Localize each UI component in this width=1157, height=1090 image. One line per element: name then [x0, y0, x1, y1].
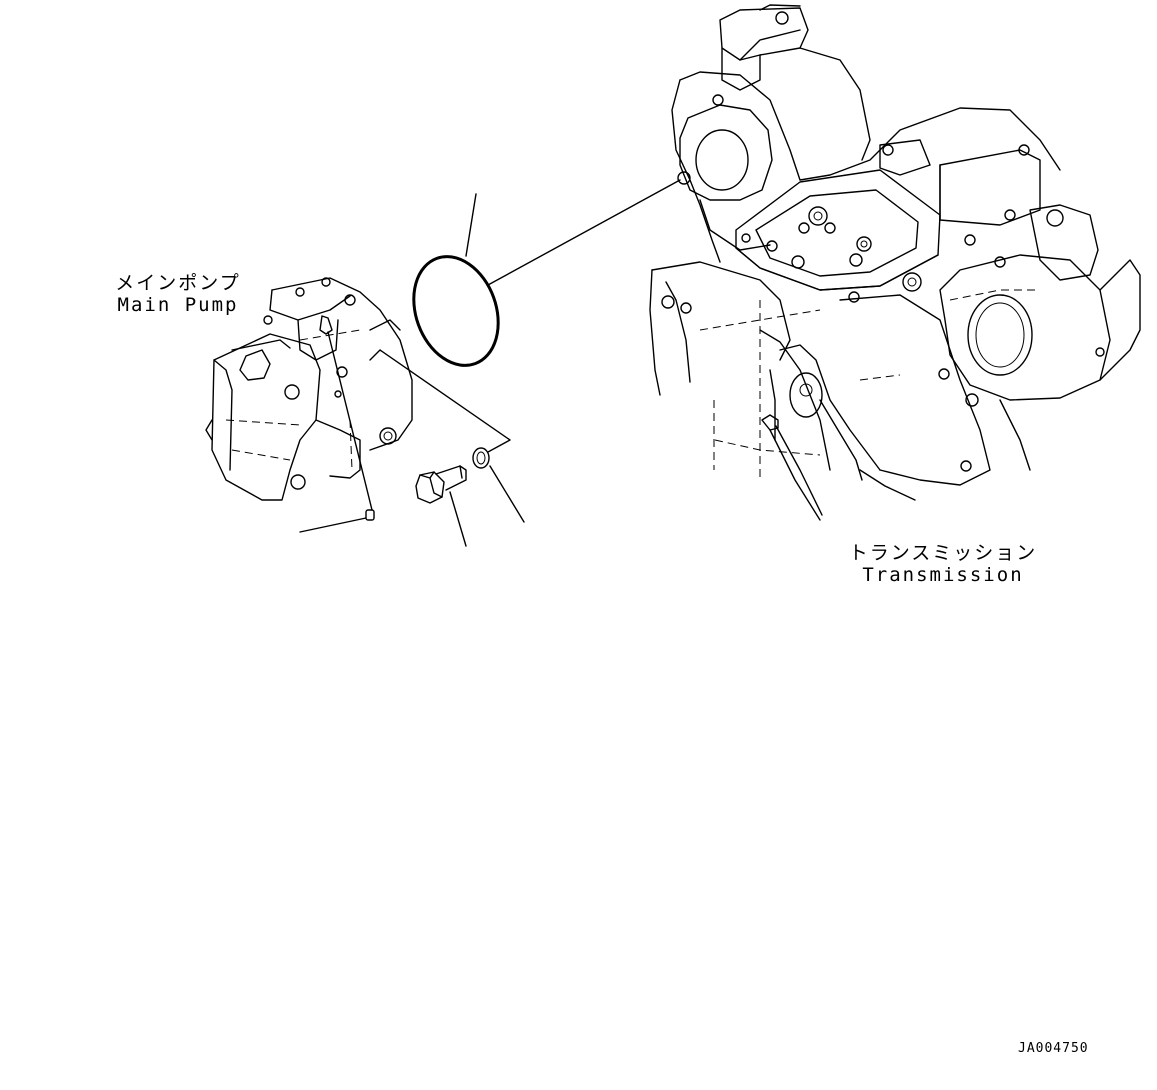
o-ring-part — [412, 179, 681, 367]
bolt-part — [415, 465, 467, 547]
main-pump-label: メインポンプ Main Pump — [108, 272, 248, 316]
assembly-lines — [369, 349, 511, 453]
plug-part — [299, 331, 375, 533]
main-pump-label-jp: メインポンプ — [115, 272, 241, 294]
transmission-label: トランスミッション Transmission — [848, 542, 1038, 586]
main-pump-label-en: Main Pump — [117, 294, 239, 316]
transmission-label-en: Transmission — [862, 564, 1024, 586]
transmission-housing — [649, 4, 1141, 521]
transmission-label-jp: トランスミッション — [848, 542, 1038, 564]
washer-part — [472, 447, 525, 523]
drawing-code: JA004750 — [1018, 1041, 1089, 1056]
main-pump — [205, 277, 413, 501]
